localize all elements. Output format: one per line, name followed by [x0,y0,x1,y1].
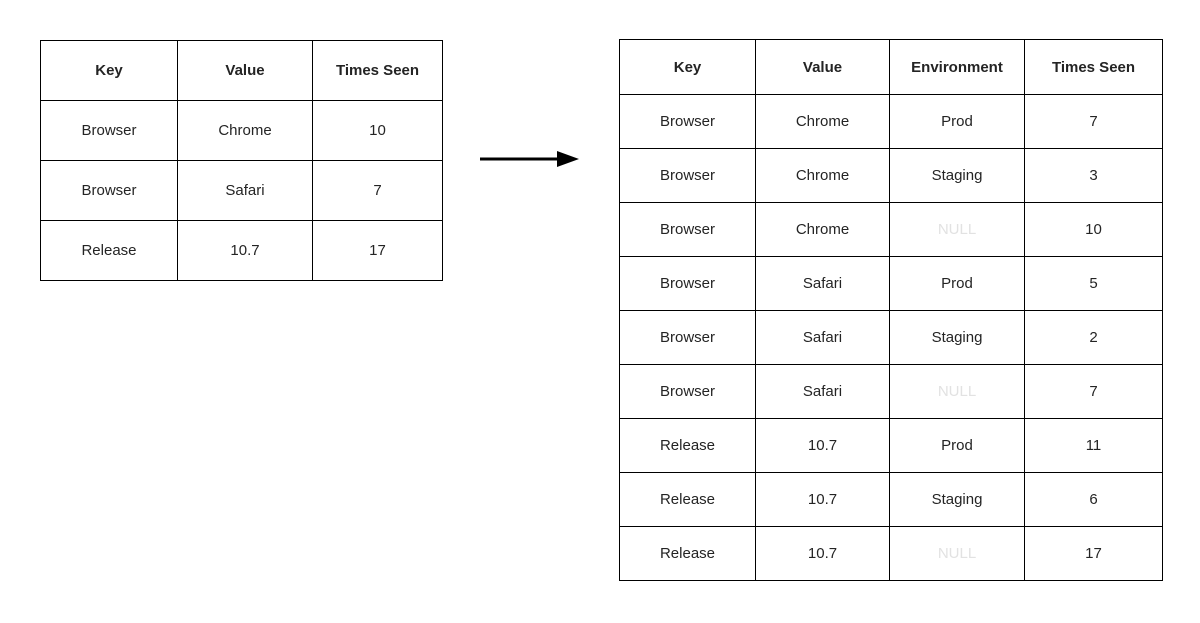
table-cell: Browser [40,160,178,221]
table-cell: Safari [755,256,890,311]
table-cell: 5 [1024,256,1163,311]
table-cell: 7 [312,160,443,221]
table-cell: Browser [619,310,756,365]
table-cell: Browser [619,364,756,419]
column-header: Key [619,39,756,95]
table-cell: 10 [1024,202,1163,257]
table-cell: Chrome [755,202,890,257]
null-cell: NULL [889,202,1025,257]
table-cell: Browser [619,148,756,203]
table-cell: Release [619,472,756,527]
table-cell: Release [619,526,756,581]
table-cell: 10.7 [755,526,890,581]
column-header: Value [755,39,890,95]
table-cell: Release [619,418,756,473]
table-cell: 10.7 [755,418,890,473]
column-header: Key [40,40,178,101]
table-cell: 11 [1024,418,1163,473]
null-cell: NULL [889,364,1025,419]
table-cell: Safari [755,310,890,365]
table-cell: Prod [889,256,1025,311]
table-cell: Release [40,220,178,281]
table-cell: Safari [177,160,313,221]
table-cell: Chrome [177,100,313,161]
table-cell: 10 [312,100,443,161]
table-cell: Chrome [755,148,890,203]
table-cell: 17 [312,220,443,281]
table-cell: Browser [619,94,756,149]
table-cell: 17 [1024,526,1163,581]
column-header: Environment [889,39,1025,95]
table-cell: 10.7 [177,220,313,281]
table-cell: Browser [619,256,756,311]
table-cell: 3 [1024,148,1163,203]
column-header: Value [177,40,313,101]
table-cell: Browser [619,202,756,257]
table-cell: Prod [889,94,1025,149]
table-cell: Safari [755,364,890,419]
table-cell: 7 [1024,364,1163,419]
table-cell: Chrome [755,94,890,149]
table-cell: 7 [1024,94,1163,149]
null-cell: NULL [889,526,1025,581]
transform-arrow [479,147,579,171]
table-cell: Staging [889,472,1025,527]
table-cell: Prod [889,418,1025,473]
table-cell: Browser [40,100,178,161]
column-header: Times Seen [312,40,443,101]
table-cell: 6 [1024,472,1163,527]
right-arrow-icon [480,151,579,167]
table-cell: 10.7 [755,472,890,527]
column-header: Times Seen [1024,39,1163,95]
table-cell: Staging [889,310,1025,365]
table-cell: 2 [1024,310,1163,365]
table-cell: Staging [889,148,1025,203]
